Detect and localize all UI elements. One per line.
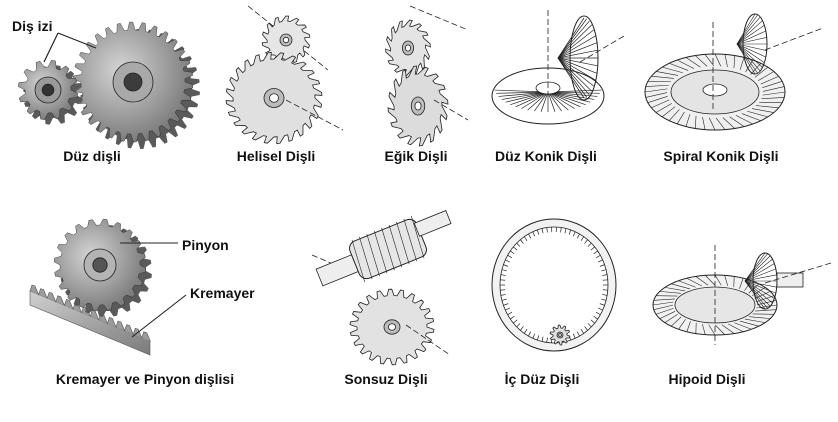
spiral-bevel-caption: Spiral Konik Dişli	[663, 148, 779, 164]
spiral-bevel-gear-icon	[644, 13, 824, 131]
hypoid-gear-figure: Hipoid Dişli	[645, 205, 835, 405]
straight-bevel-figure: Düz Konik Dişli	[491, 0, 632, 170]
tooth-trace-label: Diş izi	[12, 18, 53, 34]
rack-pinion-figure: Pinyon Kremayer Kremayer ve Pinyon dişli…	[0, 205, 280, 405]
skew-gear-figure: Eğik Dişli	[360, 0, 480, 170]
hypoid-gear-caption: Hipoid Dişli	[668, 371, 746, 387]
spur-gear-figure: Diş izi Düz dişli	[0, 0, 210, 170]
helical-gear-caption: Helisel Dişli	[236, 148, 316, 164]
helical-gear-figure: Helisel Dişli	[218, 0, 348, 170]
hypoid-gear-icon	[652, 245, 832, 345]
straight-bevel-caption: Düz Konik Dişli	[495, 148, 597, 164]
worm-gear-icon	[311, 210, 452, 366]
rack-pinion-caption: Kremayer ve Pinyon dişlisi	[55, 371, 235, 387]
spur-gear-icon	[17, 21, 200, 149]
helical-gear-icon	[225, 5, 344, 144]
skew-gear-icon	[385, 5, 469, 147]
worm-gear-caption: Sonsuz Dişli	[344, 371, 428, 387]
large-spur-gear	[72, 21, 200, 149]
rack-pinion-icon	[29, 218, 187, 356]
rack-label: Kremayer	[190, 285, 255, 301]
internal-gear-figure: İç Düz Dişli	[488, 205, 618, 405]
straight-bevel-gear-icon	[491, 10, 625, 125]
spur-gear-caption: Düz dişli	[63, 148, 121, 164]
spiral-bevel-figure: Spiral Konik Dişli	[644, 0, 835, 170]
worm-gear-figure: Sonsuz Dişli	[300, 205, 470, 405]
pinion-label: Pinyon	[182, 237, 229, 253]
skew-gear-caption: Eğik Dişli	[384, 148, 448, 164]
internal-gear-icon	[491, 218, 617, 352]
internal-gear-caption: İç Düz Dişli	[504, 371, 580, 387]
small-spur-gear	[17, 59, 83, 125]
